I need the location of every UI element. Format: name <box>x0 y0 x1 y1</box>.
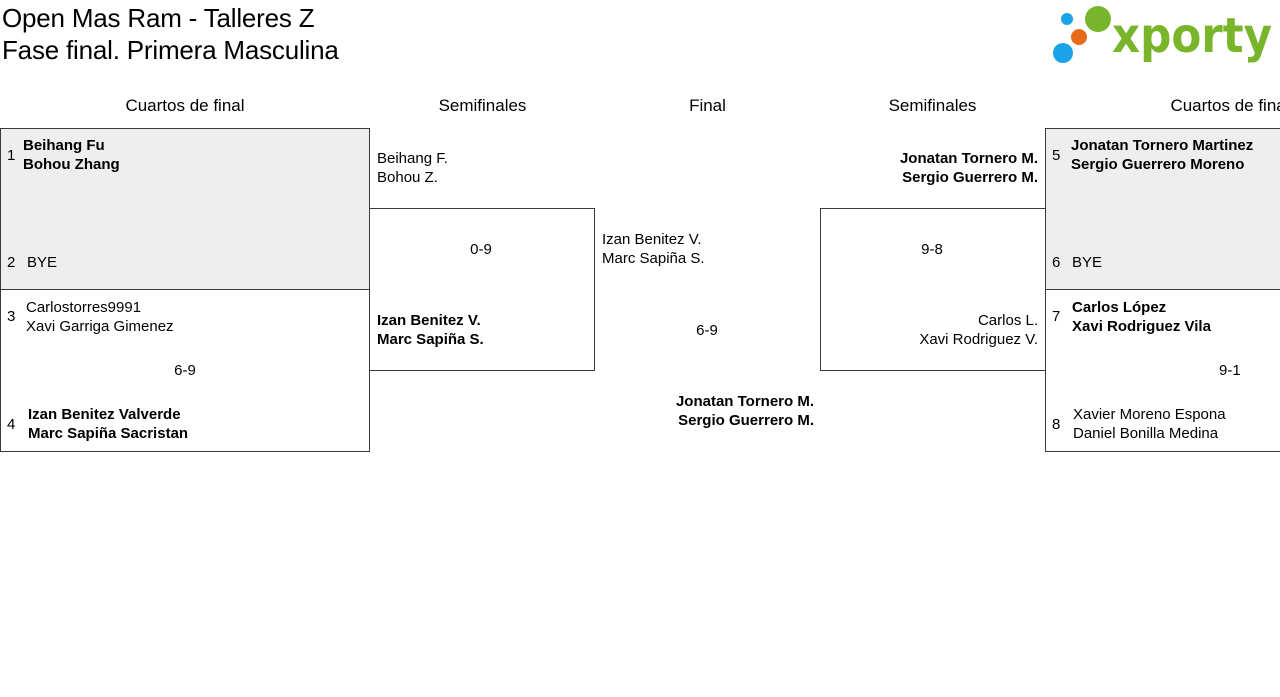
match-score: 6-9 <box>174 362 196 379</box>
semifinal-match-left[interactable] <box>369 208 595 371</box>
player-name: Marc Sapiña S. <box>377 331 484 348</box>
seed-number: 4 <box>7 416 16 433</box>
player-name: Jonatan Tornero M. <box>899 150 1038 167</box>
column-header-quarters-right: Cuartos de final <box>1170 96 1280 115</box>
seed-number: 3 <box>7 308 16 325</box>
player-name: Carlostorres9991 <box>26 299 142 316</box>
seed-number: 6 <box>1052 254 1061 271</box>
final-score: 6-9 <box>696 322 718 339</box>
player-name: Sergio Guerrero M. <box>902 169 1038 186</box>
quarterfinal-match-4[interactable] <box>1045 289 1280 452</box>
logo-dot-green <box>1085 6 1111 32</box>
column-header-quarters-left: Cuartos de final <box>125 96 245 115</box>
page-subtitle: Fase final. Primera Masculina <box>2 35 339 65</box>
seed-number: 7 <box>1052 308 1061 325</box>
player-name: Daniel Bonilla Medina <box>1073 425 1219 442</box>
player-name: Jonatan Tornero Martinez <box>1071 137 1254 154</box>
bye-label: BYE <box>1072 254 1103 271</box>
player-name: Sergio Guerrero Moreno <box>1071 156 1245 173</box>
logo-dot-blue-large <box>1053 43 1073 63</box>
player-name: Carlos L. <box>977 312 1038 329</box>
column-header-final: Final <box>689 96 726 115</box>
match-score: 9-1 <box>1219 362 1241 379</box>
player-name: Xavi Rodriguez V. <box>919 331 1038 348</box>
player-name: Marc Sapiña Sacristan <box>28 425 189 442</box>
logo-text: xporty <box>1112 8 1272 64</box>
bye-label: BYE <box>27 254 58 271</box>
player-name: Beihang Fu <box>23 137 105 154</box>
page-title: Open Mas Ram - Talleres Z <box>2 3 315 33</box>
seed-number: 1 <box>7 147 16 164</box>
quarterfinal-match-3[interactable] <box>1045 128 1280 290</box>
column-header-semis-right: Semifinales <box>888 96 977 115</box>
player-name: Izan Benitez V. <box>377 312 481 329</box>
seed-number: 5 <box>1052 147 1061 164</box>
match-score: 9-8 <box>921 241 943 258</box>
player-name: Beihang F. <box>377 150 448 167</box>
seed-number: 8 <box>1052 416 1061 433</box>
player-name: Carlos López <box>1072 299 1167 316</box>
match-score: 0-9 <box>470 241 492 258</box>
seed-number: 2 <box>7 254 16 271</box>
player-name: Xavi Garriga Gimenez <box>26 318 174 335</box>
player-name: Sergio Guerrero M. <box>678 412 814 429</box>
player-name: Xavi Rodriguez Vila <box>1072 318 1211 335</box>
player-name: Izan Benitez V. <box>602 231 702 248</box>
player-name: Bohou Z. <box>377 169 438 186</box>
player-name: Marc Sapiña S. <box>602 250 705 267</box>
player-name: Izan Benitez Valverde <box>28 406 181 423</box>
quarterfinal-match-1[interactable] <box>0 128 370 290</box>
column-header-semis-left: Semifinales <box>438 96 527 115</box>
logo-dot-blue <box>1061 13 1073 25</box>
player-name: Jonatan Tornero M. <box>675 393 814 410</box>
player-name: Xavier Moreno Espona <box>1073 406 1226 423</box>
player-name: Bohou Zhang <box>23 156 120 173</box>
xporty-logo: xporty <box>1053 6 1272 64</box>
logo-dot-orange <box>1071 29 1087 45</box>
